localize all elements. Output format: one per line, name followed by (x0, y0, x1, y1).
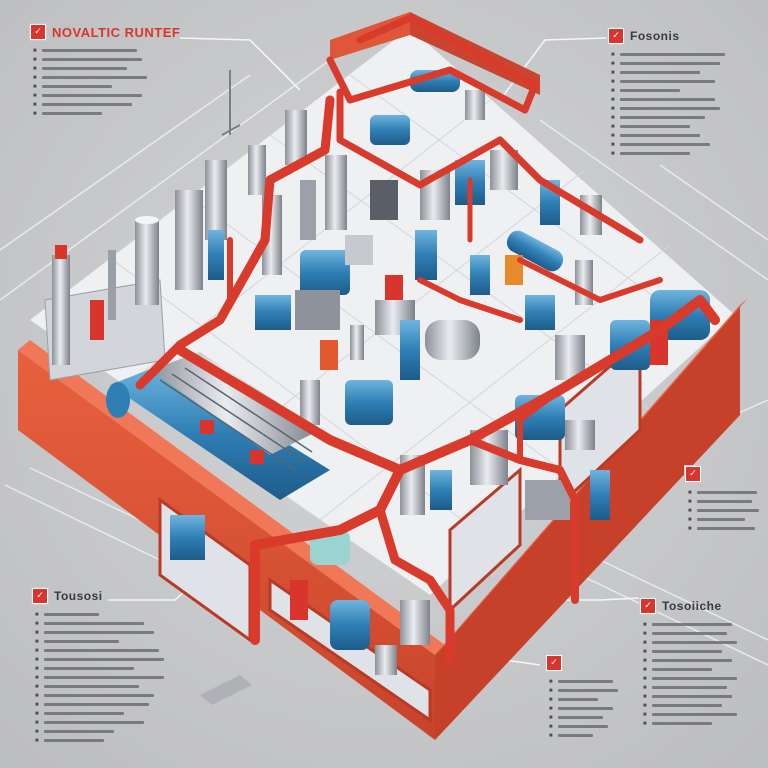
callout-title: Fosonis (630, 29, 680, 43)
header-title: NOVALTIC RUNTEF (52, 24, 181, 40)
callout-bottom-left-text-lines: ■ ■ ■ ■ ■ ■ ■ ■ ■ ■ ■ ■ ■ ■ ■ (35, 610, 164, 745)
badge-icon: ✓ (32, 588, 48, 604)
callout-bottom-right-text-lines: ■ ■ ■ ■ ■ ■ ■ ■ ■ ■ ■ ■ (643, 620, 737, 728)
bottom-room-equipment (170, 515, 430, 675)
floor-plate (200, 675, 252, 705)
hanging-fixture (221, 70, 241, 136)
callout-top-right: ✓ Fosonis ■ ■ ■ ■ ■ ■ ■ ■ ■ ■ ■ ■ (608, 28, 725, 158)
heat-exchanger (106, 352, 330, 500)
badge-icon: ✓ (608, 28, 624, 44)
callout-top-right-text-lines: ■ ■ ■ ■ ■ ■ ■ ■ ■ ■ ■ ■ (611, 50, 725, 158)
callout-top-left-text-lines: ■ ■ ■ ■ ■ ■ ■ ■ (33, 46, 180, 118)
badge-icon: ✓ (546, 655, 562, 671)
callout-right-middle: ✓ ■ ■ ■ ■ ■ (685, 466, 759, 533)
red-pipe-network (135, 14, 720, 665)
left-tower (44, 216, 166, 381)
front-left-wall-top (18, 340, 445, 655)
callout-bottom-right: ✓ Tosoiiche ■ ■ ■ ■ ■ ■ ■ ■ ■ ■ ■ ■ (640, 598, 737, 728)
badge-icon: ✓ (685, 466, 701, 482)
front-right-wall (435, 305, 740, 740)
callout-bottom-left: ✓ Tousosi ■ ■ ■ ■ ■ ■ ■ ■ ■ ■ ■ ■ ■ ■ ■ (32, 588, 164, 745)
callout-title: Tosoiiche (662, 599, 722, 613)
badge-icon: ✓ (30, 24, 46, 40)
background-guide-lines (0, 59, 768, 666)
callout-title: Tousosi (54, 589, 103, 603)
callout-top-left: ✓ NOVALTIC RUNTEF ■ ■ ■ ■ ■ ■ ■ ■ (30, 24, 180, 118)
callout-bottom-center: ✓ ■ ■ ■ ■ ■ ■ ■ (546, 655, 618, 740)
callout-right-middle-text-lines: ■ ■ ■ ■ ■ (688, 488, 759, 533)
badge-icon: ✓ (640, 598, 656, 614)
callout-bottom-center-text-lines: ■ ■ ■ ■ ■ ■ ■ (549, 677, 618, 740)
